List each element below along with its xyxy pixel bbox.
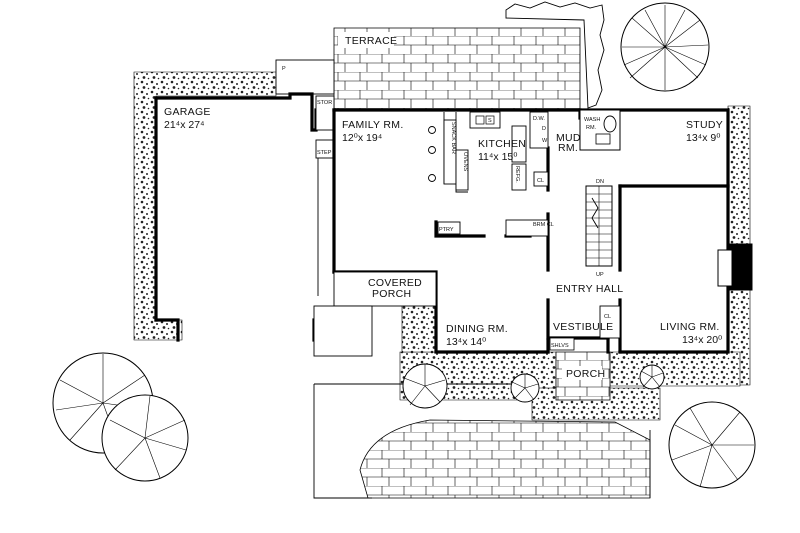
garage-label: GARAGE xyxy=(164,106,211,118)
vestibule-closet-label: CL xyxy=(604,314,611,320)
tree-lower-left-2 xyxy=(101,394,189,482)
staircase: DN UP xyxy=(585,179,613,278)
washer-label: W xyxy=(542,138,548,144)
stair-up-label: UP xyxy=(596,272,604,278)
tree-top-right xyxy=(620,2,710,92)
tree-lower-right xyxy=(668,401,756,489)
closets: PTRY BRM CL CL SHLVS xyxy=(437,219,621,351)
mud-room-label-2: RM. xyxy=(558,142,578,154)
mud-room-label: MUD xyxy=(556,132,581,144)
covered-porch-label-2: PORCH xyxy=(372,288,411,300)
pantry-label: PTRY xyxy=(439,227,454,233)
storage-label: STOR xyxy=(317,100,332,106)
study-dimensions: 13⁴x 9⁰ xyxy=(686,132,721,144)
wash-room-label: WASH xyxy=(584,117,600,123)
stair-down-label: DN xyxy=(596,179,604,185)
covered-porch-label: COVERED xyxy=(368,277,422,289)
covered-porch: COVERED PORCH xyxy=(313,271,437,357)
sink-label: S xyxy=(488,118,492,124)
terrace-label: TERRACE xyxy=(345,35,397,47)
porch-label: PORCH xyxy=(566,368,605,380)
study-label: STUDY xyxy=(686,119,723,131)
mud-closet-label: CL xyxy=(537,178,544,184)
step-label: STEP xyxy=(317,150,332,156)
ovens-label: OVENS xyxy=(462,152,468,172)
living-room-dimensions: 13⁴x 20⁰ xyxy=(682,334,723,346)
dining-room-label: DINING RM. xyxy=(446,323,508,335)
dryer-label: D xyxy=(542,126,546,132)
kitchen-dimensions: 11⁴x 15⁰ xyxy=(478,151,518,163)
wash-room-label-2: RM. xyxy=(586,125,597,131)
kitchen-fixtures: SNACK BAR OVENS S REFG. D.W. D W CL xyxy=(428,111,549,193)
garden-bed-outline xyxy=(505,1,605,109)
broom-closet-label: BRM CL xyxy=(533,222,554,228)
kitchen-label: KITCHEN xyxy=(478,138,526,150)
entry-hall-label: ENTRY HALL xyxy=(556,283,623,295)
dishwasher-label: D.W. xyxy=(533,116,545,122)
vestibule-label: VESTIBULE xyxy=(553,321,613,333)
garage-dimensions: 21⁴x 27⁴ xyxy=(164,119,205,131)
living-room-label: LIVING RM. xyxy=(660,321,720,333)
family-room-label: FAMILY RM. xyxy=(342,119,404,131)
garage: STOR STEP GARAGE 21⁴x 27⁴ xyxy=(154,92,336,342)
dining-room-dimensions: 13⁴x 14⁰ xyxy=(446,336,487,348)
porch: PORCH xyxy=(562,366,605,380)
refrigerator-label: REFG. xyxy=(514,166,520,183)
terrace: TERRACE xyxy=(333,27,581,111)
snack-bar-label: SNACK BAR xyxy=(450,122,456,154)
family-room-dimensions: 12⁰x 19⁴ xyxy=(342,132,382,144)
front-walk xyxy=(313,351,651,499)
patio-label: P xyxy=(282,66,286,72)
wash-room-fixtures xyxy=(579,109,621,151)
shelves-label: SHLVS xyxy=(551,343,569,349)
